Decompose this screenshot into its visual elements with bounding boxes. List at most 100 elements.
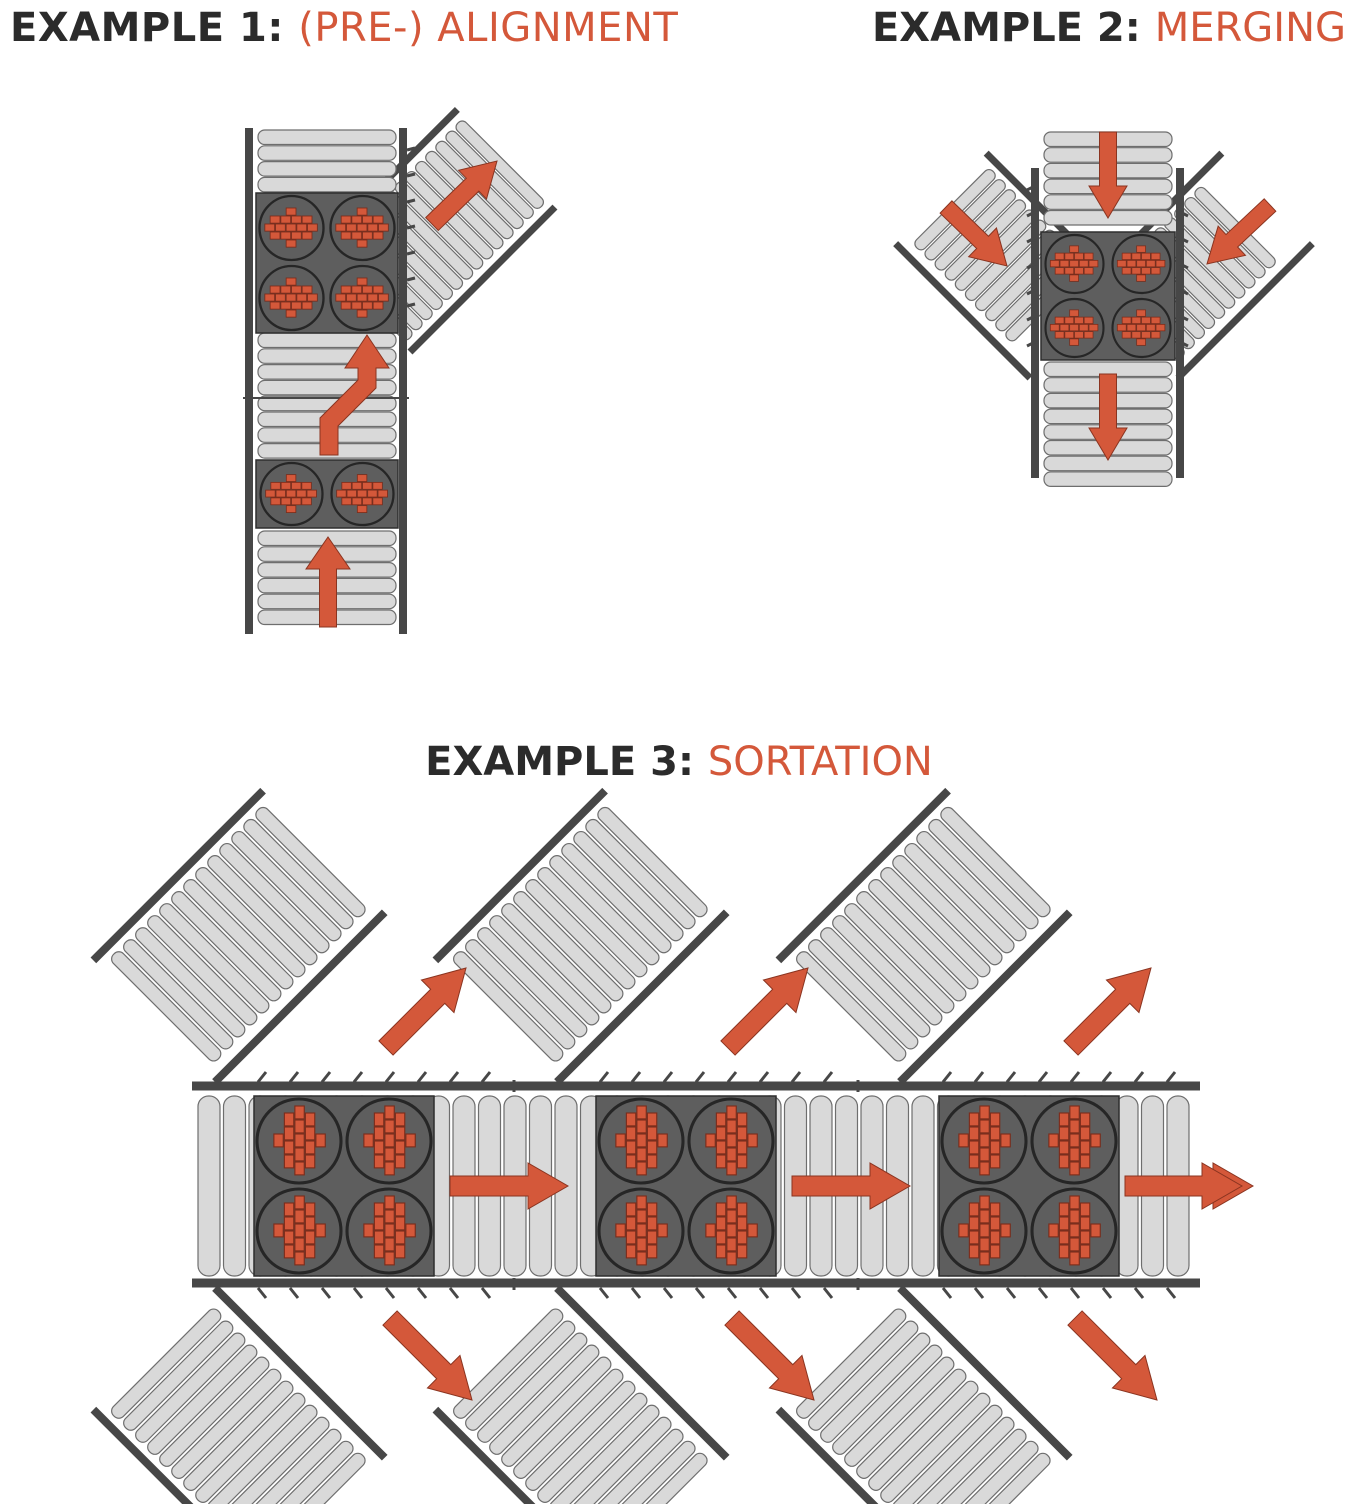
conveyor-rail (893, 241, 1033, 381)
roller (455, 120, 545, 209)
roller (257, 129, 397, 146)
example-2-name: MERGING (1154, 5, 1346, 51)
conveyor-rail (406, 250, 416, 256)
example-2-prefix: EXAMPLE 2: (871, 5, 1141, 51)
box (726, 1209, 737, 1224)
alignment-diagram (243, 106, 558, 634)
box (979, 1209, 990, 1224)
box (989, 1126, 1001, 1141)
box-layer (330, 461, 395, 527)
upper-branch-conveyor (775, 787, 1073, 1085)
roller (844, 1356, 955, 1467)
flow-arrow (1206, 198, 1277, 265)
box (362, 231, 373, 240)
box (373, 1112, 385, 1127)
conveyor-rail (1179, 314, 1189, 322)
conveyor-rail (630, 1287, 642, 1299)
box (726, 1195, 737, 1210)
box (726, 1251, 737, 1266)
flow-arrow (1067, 1310, 1158, 1401)
conveyor-rail (448, 1287, 460, 1299)
box (625, 1230, 637, 1245)
box (304, 1140, 316, 1155)
box (1058, 1154, 1070, 1169)
conveyor-rail (432, 1406, 608, 1504)
conveyor-rail (1069, 1071, 1081, 1083)
flow-arrow-icon (724, 1310, 815, 1401)
flow-arrow (1124, 1162, 1244, 1210)
conveyor-rail (1026, 210, 1036, 218)
box (715, 1244, 727, 1259)
roller (207, 854, 318, 966)
box (1069, 1251, 1080, 1266)
box (625, 1126, 637, 1141)
box (285, 207, 297, 216)
load-outline (940, 1097, 1028, 1185)
conveyor-rail (90, 1406, 266, 1504)
box (315, 1133, 326, 1148)
box (1121, 267, 1132, 275)
roller (808, 939, 919, 1050)
box (301, 301, 313, 310)
conveyor-rail (598, 1071, 610, 1083)
box (351, 231, 363, 240)
box (657, 1223, 668, 1238)
roller (207, 1404, 318, 1504)
box (294, 1161, 305, 1176)
box (307, 223, 318, 232)
flow-arrow-icon (305, 536, 351, 628)
roller (195, 1392, 306, 1503)
flow-arrow (449, 1162, 570, 1210)
box (384, 1237, 395, 1252)
box (269, 285, 281, 294)
conveyor-rail (694, 1287, 706, 1299)
box (1136, 259, 1146, 268)
conveyor-rail (1069, 1287, 1081, 1299)
roller (197, 1095, 221, 1277)
box (356, 223, 368, 232)
example-3-title: EXAMPLE 3: SORTATION (0, 738, 1358, 786)
box (269, 215, 281, 224)
roller (856, 891, 967, 1002)
box (373, 1140, 385, 1155)
box (1074, 331, 1084, 339)
pallet (1040, 231, 1176, 361)
conveyor-rail (212, 1285, 388, 1461)
load-outline (597, 1097, 685, 1185)
box (372, 481, 383, 490)
box (384, 1119, 395, 1134)
box (373, 1244, 385, 1259)
roller (880, 1392, 991, 1503)
load-outline (1044, 297, 1105, 359)
box (736, 1230, 748, 1245)
box (615, 1133, 626, 1148)
roller (255, 806, 366, 918)
box-layer (1030, 1097, 1118, 1185)
conveyor-rail (662, 1287, 674, 1299)
roller (135, 927, 246, 1038)
box (1083, 267, 1094, 275)
box (705, 1223, 716, 1238)
roller (477, 1332, 588, 1443)
box (285, 489, 297, 498)
box (335, 293, 347, 302)
load-outline (255, 1187, 343, 1275)
pallet (253, 1095, 435, 1277)
box (1090, 1133, 1101, 1148)
box (273, 1223, 284, 1238)
box (283, 1112, 295, 1127)
roller (820, 1332, 931, 1443)
box (1074, 267, 1084, 275)
box-layer (259, 461, 324, 527)
box (1121, 331, 1132, 339)
box (351, 215, 363, 224)
box (394, 1140, 406, 1155)
box (264, 293, 276, 302)
box (1131, 267, 1142, 275)
box (646, 1154, 658, 1169)
box (273, 1133, 284, 1148)
conveyor-rail (790, 1287, 802, 1299)
example-3-prefix: EXAMPLE 3: (425, 739, 694, 785)
conveyor-rail (941, 1287, 953, 1299)
box (979, 1133, 990, 1148)
